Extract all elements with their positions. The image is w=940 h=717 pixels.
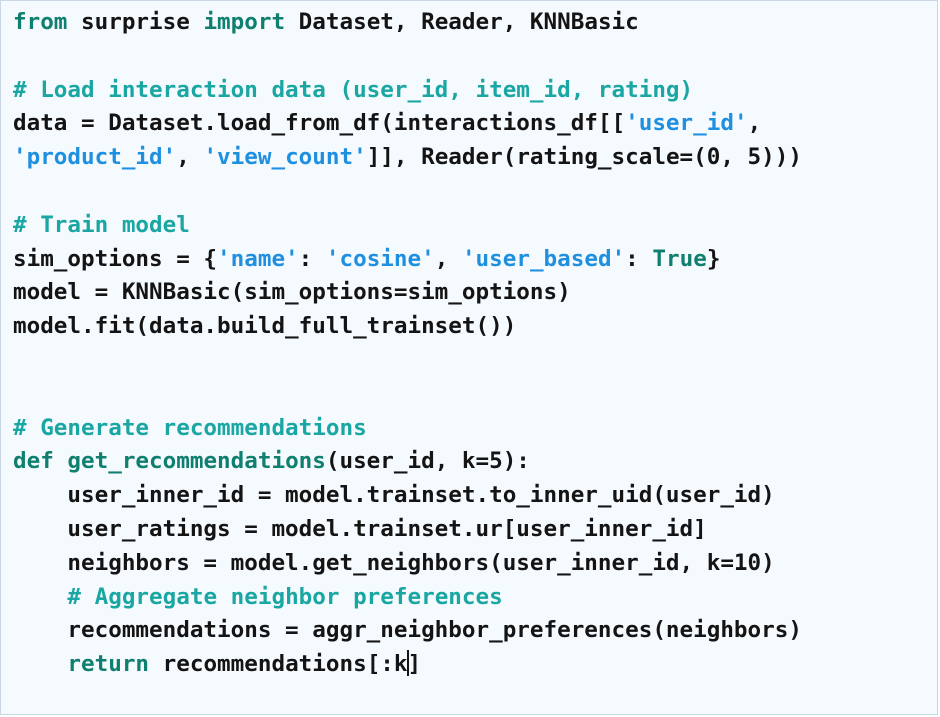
code-comment: # Aggregate neighbor preferences bbox=[67, 583, 503, 610]
code-text: : bbox=[298, 245, 326, 272]
code-text: ] bbox=[407, 651, 422, 678]
code-string: 'user_id' bbox=[625, 110, 748, 137]
code-line[interactable]: # Aggregate neighbor preferences bbox=[13, 581, 802, 615]
code-text: user_inner_id = model.trainset.to_inner_… bbox=[13, 482, 775, 509]
code-keyword: True bbox=[652, 245, 707, 272]
code-keyword: import bbox=[203, 9, 286, 35]
code-text: recommendations[:k bbox=[149, 651, 408, 678]
code-function-name: get_recommendations bbox=[67, 448, 326, 475]
code-text: Dataset, Reader, KNNBasic bbox=[285, 9, 639, 35]
code-line[interactable]: def get_recommendations(user_id, k=5): bbox=[13, 445, 802, 479]
code-comment: # Load interaction data (user_id, item_i… bbox=[13, 76, 694, 103]
code-comment: # Generate recommendations bbox=[13, 414, 367, 441]
code-text bbox=[13, 651, 67, 677]
code-text: , bbox=[434, 245, 462, 272]
code-line[interactable]: user_ratings = model.trainset.ur[user_in… bbox=[13, 513, 802, 547]
text-cursor bbox=[406, 650, 409, 677]
code-string: 'product_id' bbox=[13, 144, 177, 171]
code-text: (user_id, k=5): bbox=[325, 448, 530, 475]
code-text: } bbox=[706, 245, 721, 272]
code-text: model = KNNBasic(sim_options=sim_options… bbox=[13, 279, 571, 306]
code-comment: # Train model bbox=[13, 211, 190, 238]
code-line[interactable]: # Load interaction data (user_id, item_i… bbox=[13, 74, 802, 108]
code-text: model.fit(data.build_full_trainset()) bbox=[13, 313, 517, 340]
code-line[interactable]: data = Dataset.load_from_df(interactions… bbox=[13, 107, 802, 141]
code-line[interactable]: model = KNNBasic(sim_options=sim_options… bbox=[13, 276, 802, 310]
code-text: data = Dataset.load_from_df(interactions… bbox=[13, 110, 626, 137]
code-line[interactable]: 'product_id', 'view_count']], Reader(rat… bbox=[13, 141, 802, 175]
code-text bbox=[13, 584, 67, 610]
code-text: , bbox=[747, 110, 762, 137]
code-keyword: from bbox=[13, 9, 68, 35]
code-string: 'user_based' bbox=[461, 245, 626, 272]
code-line[interactable]: from surprise import Dataset, Reader, KN… bbox=[13, 6, 802, 40]
code-text: surprise bbox=[67, 9, 204, 35]
code-string: 'cosine' bbox=[325, 245, 435, 272]
code-text: , bbox=[176, 144, 204, 171]
code-line[interactable]: return recommendations[:k] bbox=[13, 648, 802, 682]
code-line[interactable]: model.fit(data.build_full_trainset()) bbox=[13, 310, 802, 344]
code-line[interactable]: recommendations = aggr_neighbor_preferen… bbox=[13, 614, 802, 648]
code-line[interactable] bbox=[13, 378, 802, 412]
code-string: 'view_count' bbox=[203, 144, 367, 171]
code-string: 'name' bbox=[217, 245, 299, 272]
code-line[interactable]: user_inner_id = model.trainset.to_inner_… bbox=[13, 479, 802, 513]
code-text bbox=[54, 448, 68, 474]
code-line[interactable]: sim_options = {'name': 'cosine', 'user_b… bbox=[13, 243, 802, 277]
code-keyword: def bbox=[13, 448, 54, 475]
code-text: recommendations = aggr_neighbor_preferen… bbox=[13, 617, 802, 644]
code-text: ]], Reader(rating_scale=(0, 5))) bbox=[366, 144, 802, 171]
code-keyword: return bbox=[67, 651, 150, 678]
code-line[interactable]: neighbors = model.get_neighbors(user_inn… bbox=[13, 547, 802, 581]
code-text: sim_options = { bbox=[13, 245, 218, 272]
code-line[interactable] bbox=[13, 344, 802, 378]
code-text: : bbox=[625, 245, 653, 272]
code-line[interactable] bbox=[13, 40, 802, 74]
code-area[interactable]: from surprise import Dataset, Reader, KN… bbox=[13, 6, 802, 682]
code-line[interactable] bbox=[13, 175, 802, 209]
code-text: user_ratings = model.trainset.ur[user_in… bbox=[13, 515, 707, 542]
code-line[interactable]: # Generate recommendations bbox=[13, 412, 802, 446]
code-line[interactable]: # Train model bbox=[13, 209, 802, 243]
code-text: neighbors = model.get_neighbors(user_inn… bbox=[13, 549, 775, 576]
